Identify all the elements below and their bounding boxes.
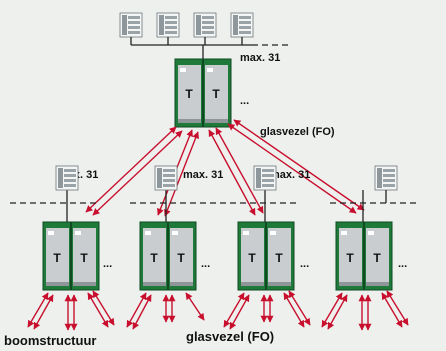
terminal-label: T: [248, 251, 256, 265]
bottom-switch-3: T T ...: [237, 221, 309, 291]
io-device-icon: [253, 165, 277, 191]
max-label-mid2: max. 31: [270, 169, 310, 181]
terminal-label: T: [275, 251, 283, 265]
terminal-label: T: [373, 251, 381, 265]
io-device-icon: [154, 165, 178, 191]
ellipsis-label: ...: [240, 95, 249, 107]
terminal-label: T: [53, 251, 61, 265]
ellipsis-label: ...: [398, 258, 407, 270]
io-device-icon: [193, 12, 217, 38]
bottom-switch-2: T T ...: [139, 221, 210, 291]
io-device-icon: [156, 12, 180, 38]
terminal-label: T: [150, 251, 158, 265]
terminal-label: T: [212, 87, 220, 101]
fiber-switch-icon: [42, 221, 100, 291]
tree-structure-label: boomstructuur: [4, 333, 96, 348]
fiber-switch-icon: [335, 221, 393, 291]
io-device-icon: [55, 165, 79, 191]
terminal-label: T: [177, 251, 185, 265]
bottom-device-row: [55, 165, 398, 191]
bottom-switch-1: T T ...: [42, 221, 112, 291]
fiber-switch-icon: [237, 221, 295, 291]
bottom-switch-4: T T ...: [335, 221, 407, 291]
max-label-mid1: max. 31: [183, 169, 223, 181]
fiber-label-bottom: glasvezel (FO): [186, 329, 274, 344]
terminal-label: T: [346, 251, 354, 265]
bottom-bus-line: [10, 190, 420, 222]
max-label-top: max. 31: [240, 52, 280, 64]
terminal-label: T: [185, 87, 193, 101]
top-switch: T T: [174, 58, 232, 128]
fiber-switch-icon: [174, 58, 232, 128]
ellipsis-label: ...: [103, 258, 112, 270]
io-device-icon: [119, 12, 143, 38]
fiber-switch-icon: [139, 221, 197, 291]
ellipsis-label: ...: [300, 258, 309, 270]
terminal-label: T: [80, 251, 88, 265]
fiber-links: [85, 119, 365, 217]
top-device-row: [119, 12, 254, 38]
io-device-icon: [374, 165, 398, 191]
top-bus-line: [130, 37, 290, 59]
fiber-label-top: glasvezel (FO): [260, 126, 335, 138]
ellipsis-label: ...: [201, 258, 210, 270]
downstream-fiber-arrows: [27, 290, 409, 331]
io-device-icon: [230, 12, 254, 38]
